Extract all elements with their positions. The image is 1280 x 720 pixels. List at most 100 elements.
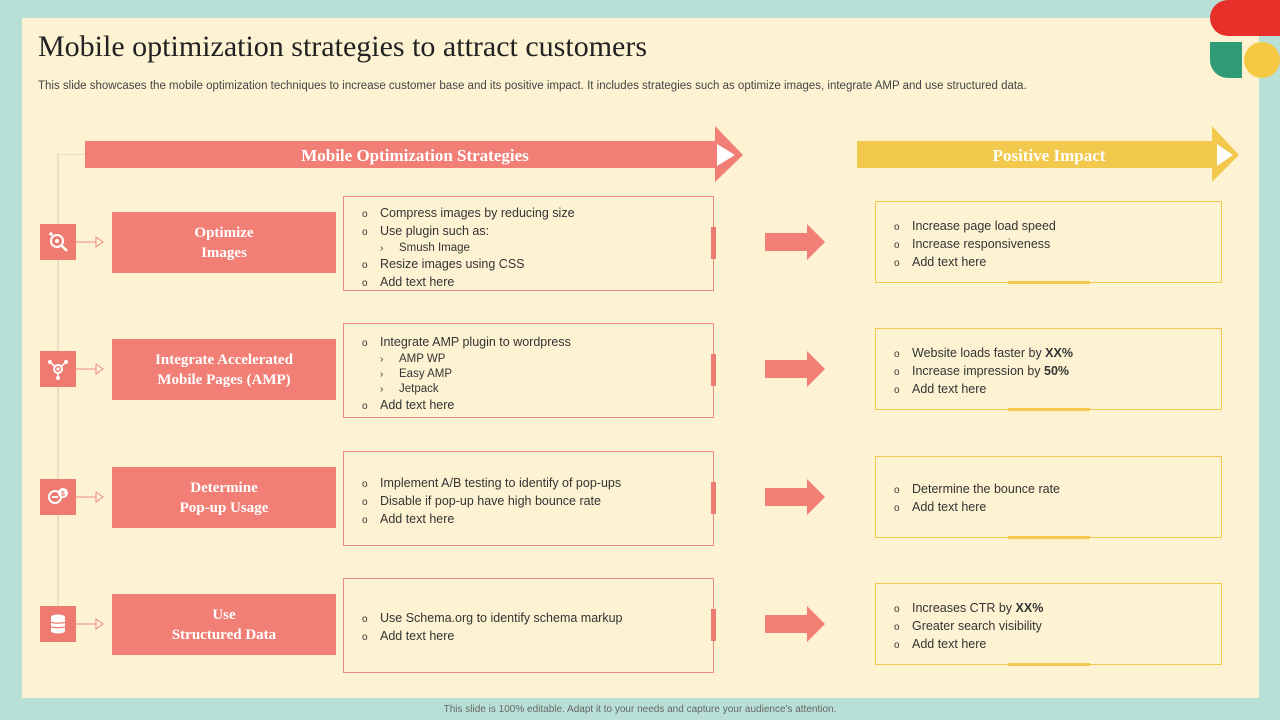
details-list-item: o Add text here: [362, 397, 571, 415]
circle-bullet-icon: o: [362, 260, 368, 271]
details-list-item: o Disable if pop-up have high bounce rate: [362, 493, 621, 511]
impact-value: 50%: [1044, 364, 1070, 378]
circle-bullet-icon: o: [362, 479, 368, 490]
impact-text: Increase page load speed: [912, 219, 1056, 233]
impact-text: Add text here: [912, 637, 987, 651]
details-list: o Implement A/B testing to identify of po…: [362, 475, 621, 529]
details-text: Add text here: [380, 275, 455, 289]
connector-arrow: [76, 363, 104, 375]
box-marker: [711, 482, 716, 514]
chevron-bullet-icon: ›: [380, 354, 384, 365]
details-text: Use plugin such as:: [380, 224, 490, 238]
impact-text: Add text here: [912, 382, 987, 396]
circle-bullet-icon: o: [362, 278, 368, 289]
popup-dollar-icon: $: [40, 479, 76, 515]
circle-bullet-icon: o: [362, 614, 368, 625]
strategy-label-line: Use: [212, 606, 236, 623]
impact-underline: [1008, 281, 1090, 284]
details-text: Add text here: [380, 512, 455, 526]
circle-bullet-icon: o: [894, 622, 900, 633]
strategy-label-line: Optimize: [194, 224, 254, 241]
impact-text: Increase responsiveness: [912, 237, 1051, 251]
impact-text: Add text here: [912, 500, 987, 514]
details-text: AMP WP: [399, 353, 446, 365]
details-list-item: o Resize images using CSS: [362, 256, 575, 274]
circle-bullet-icon: o: [362, 515, 368, 526]
strategy-label-line: Mobile Pages (AMP): [157, 371, 291, 388]
impact-banner-label: Positive Impact: [992, 146, 1106, 165]
impact-text: Increase impression by: [912, 364, 1045, 378]
page-title: Mobile optimization strategies to attrac…: [38, 30, 648, 63]
circle-bullet-icon: o: [894, 485, 900, 496]
impact-text: Greater search visibility: [912, 619, 1042, 633]
brand-logo: [1210, 0, 1280, 78]
details-list-item: ›Jetpack: [362, 382, 571, 397]
details-text: Integrate AMP plugin to wordpress: [380, 335, 571, 349]
details-list-item: o Use plugin such as:: [362, 223, 575, 241]
details-list-item: › Easy AMP: [362, 367, 571, 382]
impact-value: XX%: [1015, 601, 1044, 615]
details-list-item: o Add text here: [362, 274, 575, 292]
circle-bullet-icon: o: [894, 349, 900, 360]
details-list-item: › AMP WP: [362, 352, 571, 367]
impact-list-item: o Increase responsiveness: [894, 236, 1056, 254]
connector-arrow: [76, 491, 104, 503]
impact-value: XX%: [1045, 346, 1073, 360]
impact-list-item: o Website loads faster by XX%: [894, 345, 1073, 363]
impact-list-item: o Add text here: [894, 499, 1060, 517]
circle-bullet-icon: o: [894, 503, 900, 514]
details-text: Add text here: [380, 398, 455, 412]
impact-text: Website loads faster by: [912, 346, 1046, 360]
image-search-icon: [40, 224, 76, 260]
details-text: Add text here: [380, 629, 455, 643]
circle-bullet-icon: o: [362, 401, 368, 412]
strategies-banner-label: Mobile Optimization Strategies: [301, 146, 529, 165]
footer-note: This slide is 100% editable. Adapt it to…: [443, 704, 837, 715]
details-list: o Integrate AMP plugin to wordpress › AMP W…: [362, 334, 571, 415]
database-icon: [40, 606, 76, 642]
impact-arrow: [765, 479, 825, 515]
strategy-label-line: Determine: [190, 479, 258, 496]
details-text: Resize images using CSS: [380, 257, 525, 271]
details-list-item: o Integrate AMP plugin to wordpress: [362, 334, 571, 352]
details-text: Jetpack: [399, 383, 439, 395]
impact-arrow: [765, 606, 825, 642]
strategy-details-box: o Implement A/B testing to identify of po…: [343, 451, 716, 546]
details-text: Disable if pop-up have high bounce rate: [380, 494, 601, 508]
details-text: Implement A/B testing to identify of pop…: [380, 476, 622, 490]
box-marker: [711, 354, 716, 386]
impact-underline: [1008, 663, 1090, 666]
circle-bullet-icon: o: [894, 240, 900, 251]
impact-arrow: [765, 351, 825, 387]
impact-underline: [1008, 536, 1090, 539]
strategy-label-line: Structured Data: [171, 626, 277, 643]
chevron-bullet-icon: ›: [380, 369, 384, 380]
circle-bullet-icon: o: [362, 497, 368, 508]
circle-bullet-icon: o: [362, 632, 368, 643]
circle-bullet-icon: o: [362, 227, 368, 238]
circle-bullet-icon: o: [362, 338, 368, 349]
impact-underline: [1008, 408, 1090, 411]
circle-bullet-icon: o: [894, 385, 900, 396]
impact-list-item: o Add text here: [894, 381, 1073, 399]
details-list-item: o Add text here: [362, 511, 621, 529]
page-subtitle: This slide showcases the mobile optimiza…: [38, 80, 1027, 92]
impact-box: o Increase page load speed o Increase respo…: [875, 201, 1222, 284]
connector-arrow: [76, 618, 104, 630]
details-text: Easy AMP: [399, 368, 453, 380]
box-marker: [711, 227, 716, 259]
connector-arrow: [76, 236, 104, 248]
circle-bullet-icon: o: [894, 258, 900, 269]
